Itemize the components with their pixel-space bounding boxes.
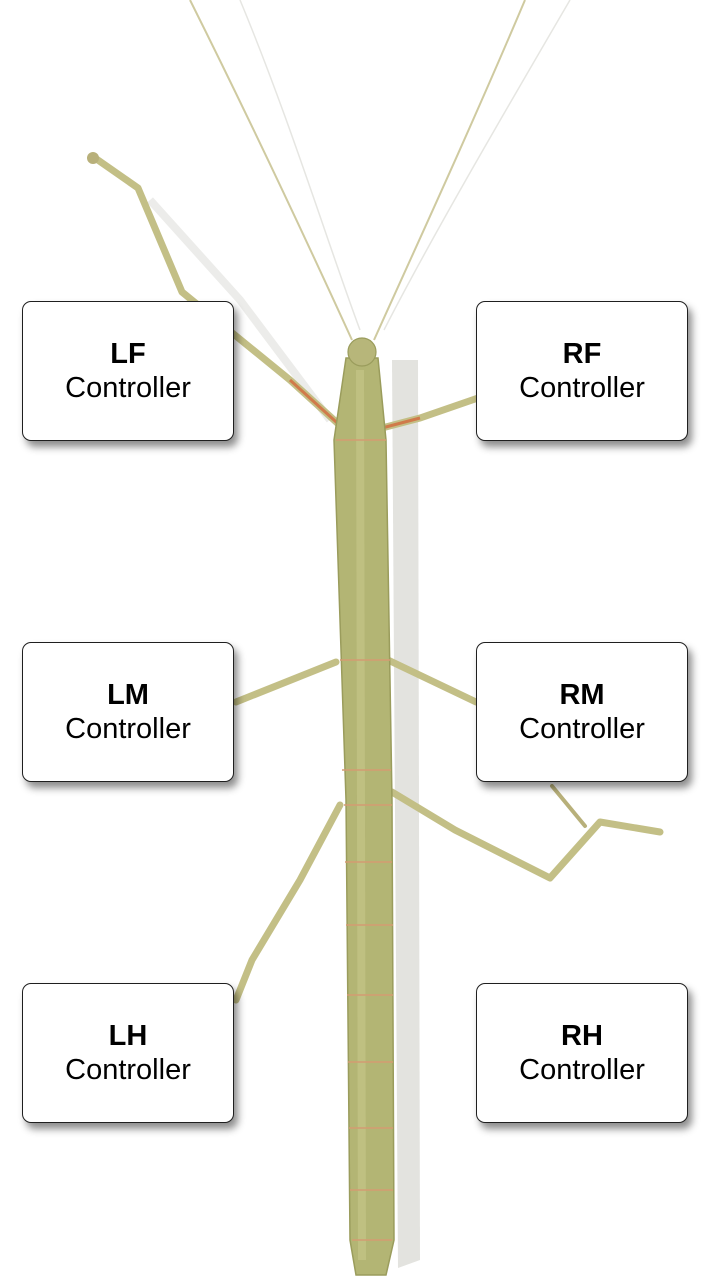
- lh-controller-box[interactable]: LH Controller: [22, 983, 234, 1123]
- antenna-shadow-2: [383, 0, 571, 331]
- rm-controller-box[interactable]: RM Controller: [476, 642, 688, 782]
- right-antenna: [373, 0, 526, 341]
- lm-controller-label: Controller: [65, 713, 191, 745]
- insect-head: [347, 337, 377, 367]
- right-hind-leg: [388, 788, 664, 882]
- insect-shadow: [392, 360, 420, 1268]
- lh-controller-label: Controller: [65, 1054, 191, 1086]
- right-middle-leg: [384, 656, 480, 706]
- right-front-leg-accent: [381, 416, 421, 430]
- rh-controller-box[interactable]: RH Controller: [476, 983, 688, 1123]
- rh-controller-code: RH: [561, 1020, 603, 1052]
- left-front-leg-accent: [288, 378, 347, 432]
- right-hind-leg-tarsus: [550, 784, 587, 828]
- lf-controller-box[interactable]: LF Controller: [22, 301, 234, 441]
- lf-controller-code: LF: [110, 338, 146, 370]
- lm-controller-code: LM: [107, 679, 149, 711]
- rm-controller-label: Controller: [519, 713, 645, 745]
- rm-controller-code: RM: [559, 679, 605, 711]
- rf-controller-box[interactable]: RF Controller: [476, 301, 688, 441]
- left-hind-leg: [232, 801, 344, 1004]
- leg-shadow: [147, 197, 334, 423]
- rf-controller-code: RF: [562, 338, 602, 370]
- rf-controller-label: Controller: [519, 372, 645, 404]
- lf-controller-label: Controller: [65, 372, 191, 404]
- left-front-claw: [87, 152, 99, 164]
- left-antenna: [189, 0, 353, 341]
- body-segments: [336, 439, 393, 1241]
- rh-controller-label: Controller: [519, 1054, 645, 1086]
- left-middle-leg: [232, 658, 340, 706]
- body-highlight: [356, 370, 366, 1260]
- lh-controller-code: LH: [108, 1020, 148, 1052]
- antenna-shadow: [239, 0, 361, 331]
- lm-controller-box[interactable]: LM Controller: [22, 642, 234, 782]
